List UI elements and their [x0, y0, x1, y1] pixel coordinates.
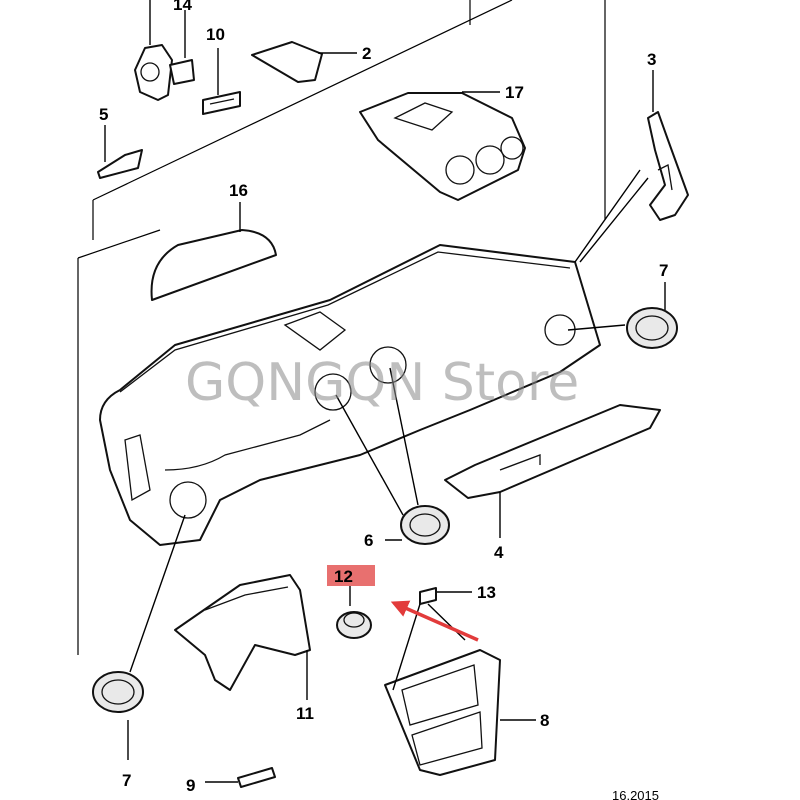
part-7-vent-upper	[567, 282, 678, 349]
callout-13: 13	[477, 583, 496, 602]
callout-6: 6	[364, 531, 373, 550]
callout-12: 12	[334, 567, 353, 586]
part-5-trim-piece	[97, 125, 143, 179]
part-13-clip	[419, 587, 472, 605]
store-watermark: GQNGQN Store	[185, 353, 579, 413]
part-16-speaker-grille	[150, 202, 277, 301]
callout-2: 2	[362, 44, 371, 63]
part-17-binnacle	[359, 91, 526, 201]
part-11-cluster-surround	[174, 574, 311, 700]
callout-17: 17	[505, 83, 524, 102]
diagram-code: 16.2015	[612, 788, 659, 800]
callout-5: 5	[99, 105, 108, 124]
callout-4: 4	[494, 543, 504, 562]
highlight-box	[327, 565, 375, 586]
part-4-glovebox-lid	[444, 404, 661, 538]
part-2-cover-panel	[251, 41, 357, 83]
part-6-vent	[335, 367, 450, 545]
callout-14: 14	[173, 0, 192, 14]
callout-7-lower: 7	[122, 771, 131, 790]
part-9-clip	[205, 767, 276, 788]
callout-9: 9	[186, 776, 195, 795]
part-10-switch-strip	[202, 48, 241, 115]
part-12-knob	[336, 585, 372, 639]
assembly-frame	[77, 0, 606, 655]
highlight-arrow	[390, 600, 479, 642]
callout-8: 8	[540, 711, 549, 730]
part-7-vent-lower	[92, 514, 186, 760]
callout-3: 3	[647, 50, 656, 69]
callout-7-upper: 7	[659, 261, 668, 280]
part-3-side-bracket	[647, 70, 689, 221]
callout-11: 11	[296, 704, 314, 723]
part-8-centre-surround	[384, 603, 536, 776]
callout-16: 16	[229, 181, 248, 200]
part-14-bracket	[134, 0, 195, 101]
callout-10: 10	[206, 25, 225, 44]
dashboard-instrument-panel	[99, 169, 649, 546]
